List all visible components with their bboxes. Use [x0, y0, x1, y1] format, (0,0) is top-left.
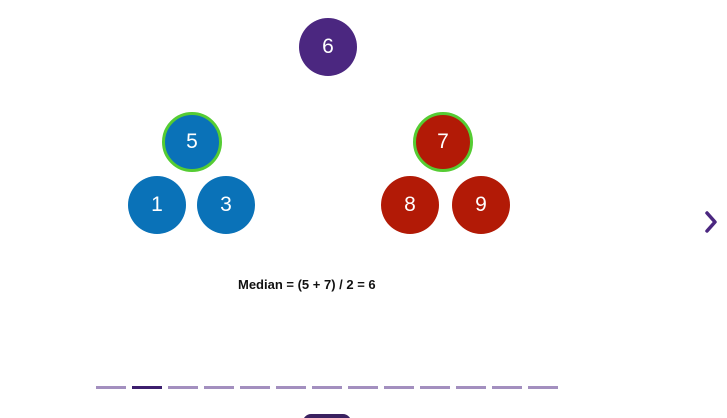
left-top-node: 5 — [162, 112, 222, 172]
left-child-node-2: 3 — [197, 176, 255, 234]
next-slide-button[interactable] — [702, 208, 720, 236]
pager-dot-4[interactable] — [204, 386, 234, 389]
slide-pager — [96, 386, 558, 389]
right-child-node-2: 9 — [452, 176, 510, 234]
bottom-tab[interactable] — [303, 414, 351, 418]
median-formula: Median = (5 + 7) / 2 = 6 — [238, 277, 376, 292]
pager-dot-11[interactable] — [456, 386, 486, 389]
pager-dot-2[interactable] — [132, 386, 162, 389]
right-top-node: 7 — [413, 112, 473, 172]
pager-dot-1[interactable] — [96, 386, 126, 389]
pager-dot-7[interactable] — [312, 386, 342, 389]
pager-dot-5[interactable] — [240, 386, 270, 389]
pager-dot-10[interactable] — [420, 386, 450, 389]
pager-dot-9[interactable] — [384, 386, 414, 389]
pager-dot-8[interactable] — [348, 386, 378, 389]
pager-dot-12[interactable] — [492, 386, 522, 389]
right-child-node-1: 8 — [381, 176, 439, 234]
pager-dot-6[interactable] — [276, 386, 306, 389]
root-node: 6 — [299, 18, 357, 76]
pager-dot-3[interactable] — [168, 386, 198, 389]
pager-dot-13[interactable] — [528, 386, 558, 389]
left-child-node-1: 1 — [128, 176, 186, 234]
chevron-right-icon — [705, 211, 717, 233]
